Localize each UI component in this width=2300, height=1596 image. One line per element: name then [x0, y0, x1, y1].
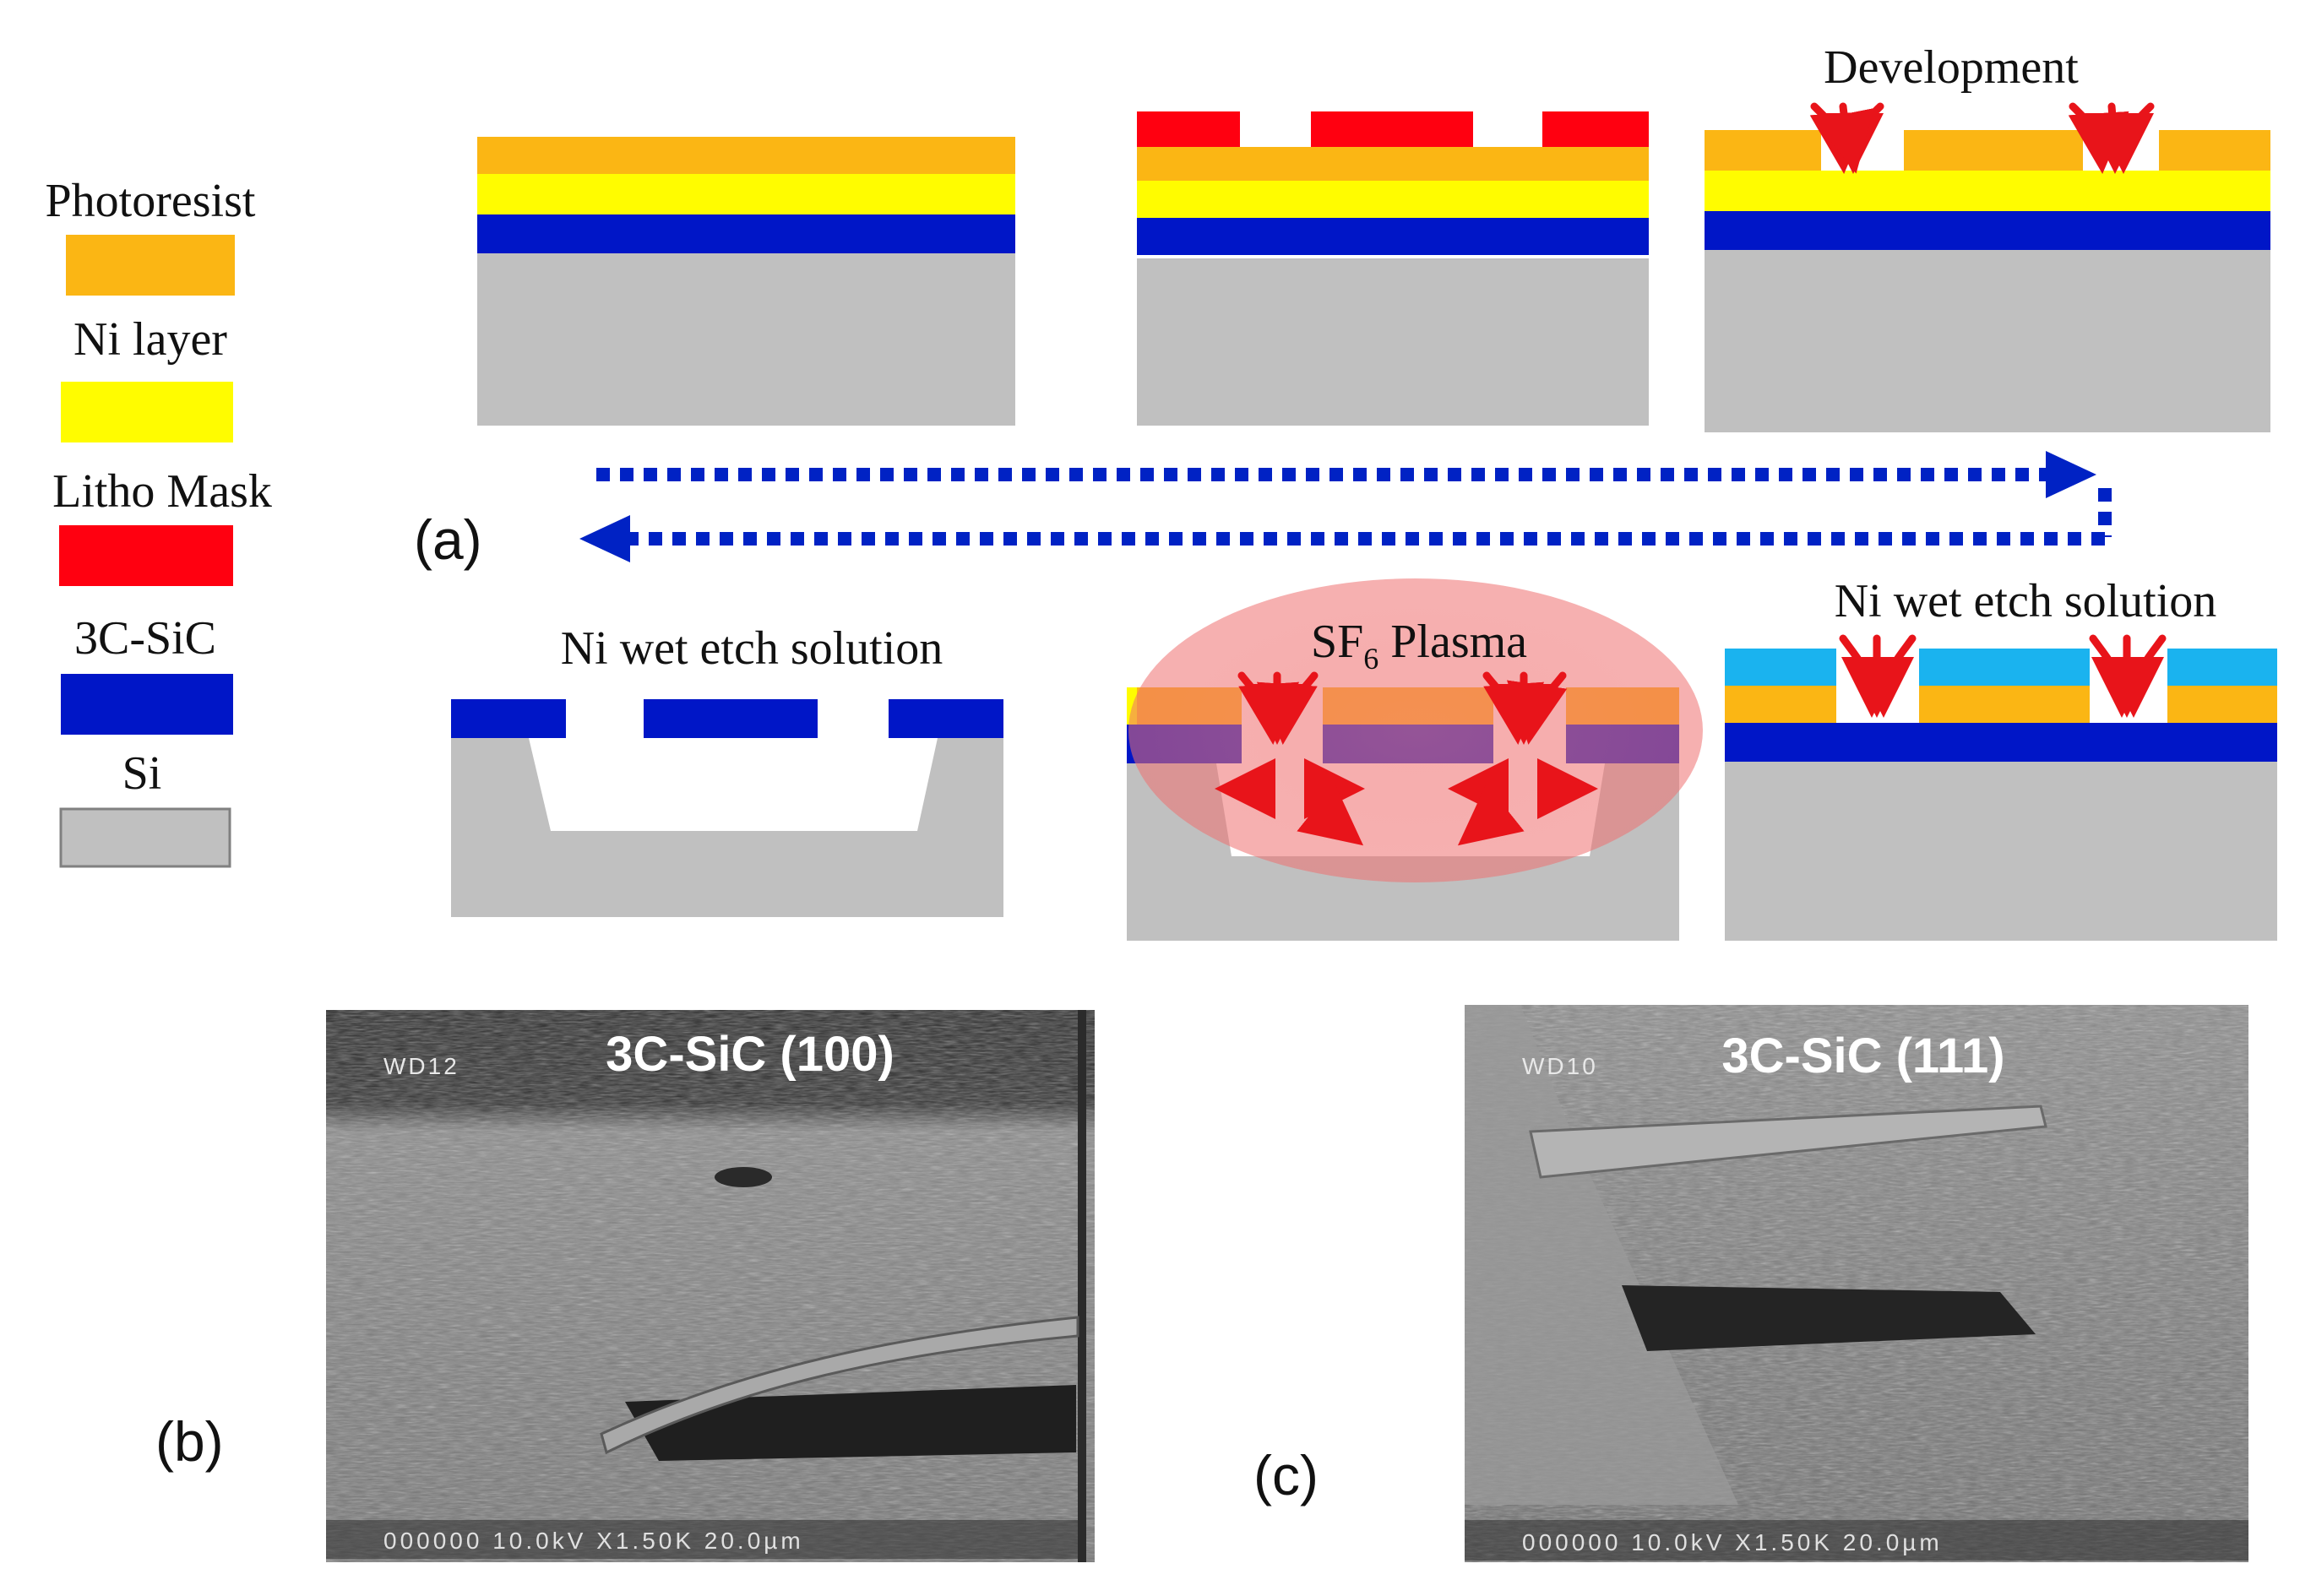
ni-layer: [1137, 181, 1649, 218]
arrow-right-icon: [2046, 451, 2096, 498]
sem-sidewall: [1465, 1005, 1738, 1505]
step-4-ni-etch: Ni wet etch solution: [1725, 575, 2277, 941]
legend-label-si: Si: [122, 747, 162, 800]
photoresist-segment: [1919, 686, 2090, 723]
sem-edge-line: [1078, 1010, 1086, 1562]
litho-mask-segment: [1311, 111, 1473, 147]
curved-arrow-icon: [2068, 102, 2155, 174]
step-3-development: Development: [1705, 41, 2270, 432]
legend-swatch-si: [59, 807, 231, 868]
sem-cantilever: [600, 1316, 1079, 1455]
si-substrate: [1725, 762, 2277, 941]
photoresist-segment: [1725, 686, 1836, 723]
ni-wet-etch-label-left: Ni wet etch solution: [561, 622, 943, 675]
sic-segment: [644, 699, 818, 738]
panel-label-b: (b): [155, 1410, 224, 1473]
sf6-plasma-label: SF6 Plasma: [1311, 616, 1527, 676]
photoresist-segment: [1904, 130, 2083, 171]
legend-swatch-photoresist: [66, 235, 235, 296]
photoresist-segment: [2159, 130, 2270, 171]
legend-swatch-ni-layer: [61, 382, 233, 442]
photoresist-layer: [1137, 147, 1649, 181]
panel-label-a: (a): [414, 508, 482, 571]
sem-b-scale-footer: 000000 10.0kV X1.50K 20.0µm: [383, 1528, 804, 1554]
sic-layer: [477, 214, 1015, 253]
sem-cantilever: [1529, 1105, 2047, 1179]
flow-arrows: (a): [414, 451, 2112, 571]
sem-footer-bar: [1465, 1520, 2248, 1561]
curved-arrow-icon: [1809, 102, 1884, 174]
si-substrate: [1705, 250, 2270, 432]
top-layer-segment: [2167, 649, 2277, 686]
sic-layer: [1725, 723, 2277, 762]
curved-arrow-icon: [1482, 671, 1568, 745]
sic-segment: [451, 699, 566, 738]
sem-footer-bar: [326, 1520, 1078, 1559]
development-label: Development: [1824, 41, 2079, 94]
sem-trench-shadow: [625, 1385, 1076, 1461]
lateral-etch-arrows: [1215, 758, 1598, 846]
litho-mask-segment: [1542, 111, 1649, 147]
sem-b-working-distance: WD12: [383, 1053, 459, 1079]
top-layer-segment: [1919, 649, 2090, 686]
curved-arrow-icon: [1237, 671, 1319, 745]
sem-surface-defect: [715, 1167, 772, 1187]
sem-c-scale-footer: 000000 10.0kV X1.50K 20.0µm: [1522, 1529, 1943, 1555]
legend: Photoresist Ni layer Litho Mask 3C-SiC S…: [46, 175, 272, 868]
legend-label-litho-mask: Litho Mask: [52, 465, 272, 518]
ni-layer: [477, 174, 1015, 214]
sem-b-title: 3C-SiC (100): [606, 1027, 894, 1082]
step-5-sf6-plasma: SF6 Plasma: [1127, 578, 1703, 941]
curved-arrow-icon: [1839, 634, 1917, 718]
sem-texture: [326, 1010, 1095, 1562]
ni-layer: [1705, 171, 2270, 211]
sem-image-111: 3C-SiC (111) WD10 000000 10.0kV X1.50K 2…: [1465, 1005, 2248, 1562]
legend-swatch-litho-mask: [59, 525, 233, 586]
photoresist-segment: [1705, 130, 1821, 171]
si-substrate: [1137, 258, 1649, 426]
legend-label-3c-sic: 3C-SiC: [74, 612, 216, 665]
legend-swatch-3c-sic: [61, 674, 233, 735]
legend-label-photoresist: Photoresist: [46, 175, 256, 227]
step-6-released-structure: Ni wet etch solution: [451, 622, 1003, 917]
sem-trench-shadow: [1622, 1285, 2036, 1351]
sic-segment: [889, 699, 1003, 738]
litho-mask-segment: [1137, 111, 1240, 147]
ni-wet-etch-label-right: Ni wet etch solution: [1835, 575, 2217, 627]
si-substrate: [477, 253, 1015, 426]
step-1-stack: [477, 137, 1015, 426]
photoresist-layer: [477, 137, 1015, 174]
arrow-left-icon: [579, 515, 630, 562]
legend-label-ni-layer: Ni layer: [73, 313, 227, 366]
sem-c-working-distance: WD10: [1522, 1053, 1598, 1079]
undercut-cavity: [529, 738, 938, 831]
sic-layer: [1705, 211, 2270, 250]
panel-label-c: (c): [1253, 1444, 1319, 1506]
curved-arrow-icon: [2089, 634, 2167, 718]
step-2-stack: [1137, 111, 1649, 426]
top-layer-segment: [1725, 649, 1836, 686]
sem-image-100: 3C-SiC (100) WD12 000000 10.0kV X1.50K 2…: [326, 1010, 1095, 1562]
sem-c-title: 3C-SiC (111): [1721, 1029, 2004, 1083]
sic-layer: [1137, 218, 1649, 255]
photoresist-segment: [2167, 686, 2277, 723]
